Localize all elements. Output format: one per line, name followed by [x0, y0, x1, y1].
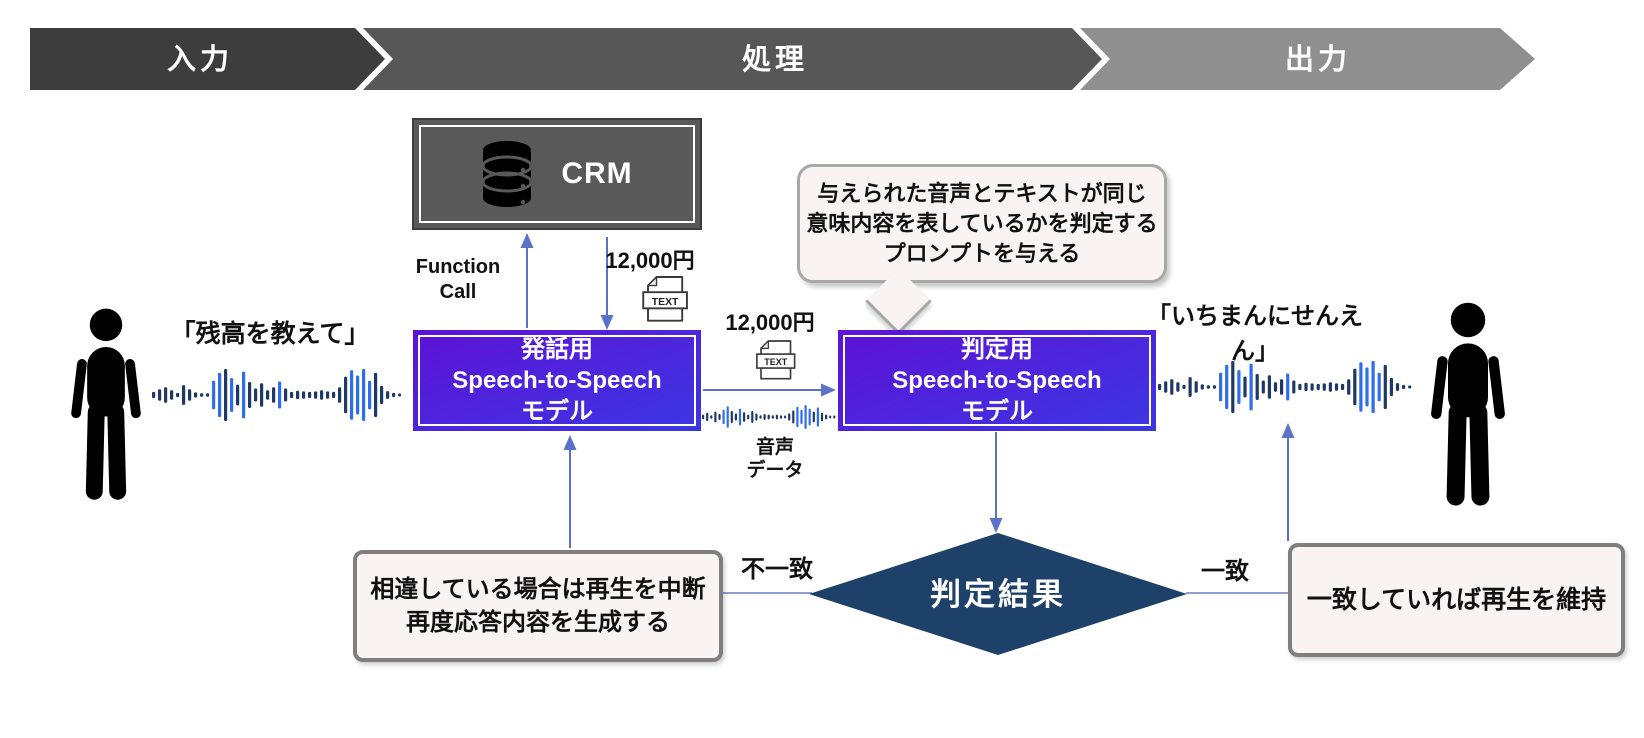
judge-model-box: 判定用 Speech-to-Speech モデル	[838, 330, 1156, 431]
left-utterance-quote: 「残高を教えて」	[170, 320, 370, 348]
audio-data-waveform-icon	[702, 405, 836, 429]
database-icon	[481, 141, 533, 207]
retry-line1: 相違している場合は再生を中断	[370, 576, 706, 603]
right-utterance-quote: 「いちまんにせんえん」	[1147, 303, 1363, 365]
speak-model-inner: 発話用 Speech-to-Speech モデル	[418, 335, 696, 426]
crm-label: CRM	[561, 157, 633, 190]
function-call-line1: Function	[415, 256, 501, 278]
left-person-icon	[76, 309, 136, 492]
speak-model-line1: 発話用	[521, 336, 593, 363]
judge-model-line2: Speech-to-Speech	[892, 367, 1102, 394]
keep-result-box: 一致していれば再生を維持	[1288, 543, 1625, 657]
banner-label-input: 入力	[167, 43, 233, 76]
crm-response-arrow-icon	[600, 237, 614, 330]
retry-line2: 再度応答内容を生成する	[406, 609, 670, 636]
right-person-icon	[1436, 303, 1499, 497]
retry-to-speak-arrow-icon	[563, 435, 577, 548]
keep-label: 一致していれば再生を維持	[1306, 585, 1607, 614]
text-document-icon	[642, 276, 688, 322]
bubble-line1: 与えられた音声とテキストが同じ	[817, 180, 1147, 206]
banner-step-process	[363, 28, 1102, 90]
prompt-speech-bubble: 与えられた音声とテキストが同じ 意味内容を表しているかを判定する プロンプトを与…	[797, 164, 1167, 283]
audio-data-line1: 音声	[755, 437, 794, 458]
judge-model-line3: モデル	[961, 398, 1033, 425]
process-banner: 入力 処理 出力	[30, 28, 1535, 90]
crm-box-inner-border	[419, 125, 695, 223]
judge-model-line1: 判定用	[961, 336, 1033, 363]
judge-to-decision-arrow-icon	[989, 432, 1003, 533]
right-waveform-icon	[1158, 361, 1412, 413]
audio-data-line2: データ	[746, 460, 804, 481]
left-waveform-icon	[152, 369, 402, 421]
bubble-line2: 意味内容を表しているかを判定する	[806, 210, 1158, 236]
speak-model-box: 発話用 Speech-to-Speech モデル	[413, 330, 701, 431]
handoff-arrow-icon	[703, 383, 836, 397]
audio-data-label: 音声 データ	[712, 436, 838, 482]
decision-diamond: 判定結果	[809, 533, 1187, 655]
decision-label: 判定結果	[930, 577, 1066, 612]
banner-step-input	[30, 28, 385, 90]
banner-label-process: 処理	[742, 43, 808, 76]
function-call-line2: Call	[439, 281, 477, 303]
function-call-arrow-icon	[520, 233, 534, 328]
handoff-amount-label: 12,000円	[725, 310, 815, 335]
mismatch-branch-label: 不一致	[741, 556, 813, 583]
judge-model-inner: 判定用 Speech-to-Speech モデル	[843, 335, 1151, 426]
retry-result-box: 相違している場合は再生を中断 再度応答内容を生成する	[353, 550, 723, 662]
text-document-icon	[756, 340, 796, 380]
bubble-line3: プロンプトを与える	[883, 240, 1081, 266]
match-branch-label: 一致	[1201, 558, 1249, 585]
banner-step-output	[1080, 28, 1535, 90]
crm-amount-label: 12,000円	[605, 248, 695, 273]
banner-label-output: 出力	[1285, 43, 1351, 76]
crm-box: CRM	[412, 118, 702, 230]
function-call-label: Function Call	[393, 255, 523, 305]
speak-model-line2: Speech-to-Speech	[452, 367, 662, 394]
speak-model-line3: モデル	[521, 398, 593, 425]
keep-to-output-arrow-icon	[1281, 423, 1295, 541]
